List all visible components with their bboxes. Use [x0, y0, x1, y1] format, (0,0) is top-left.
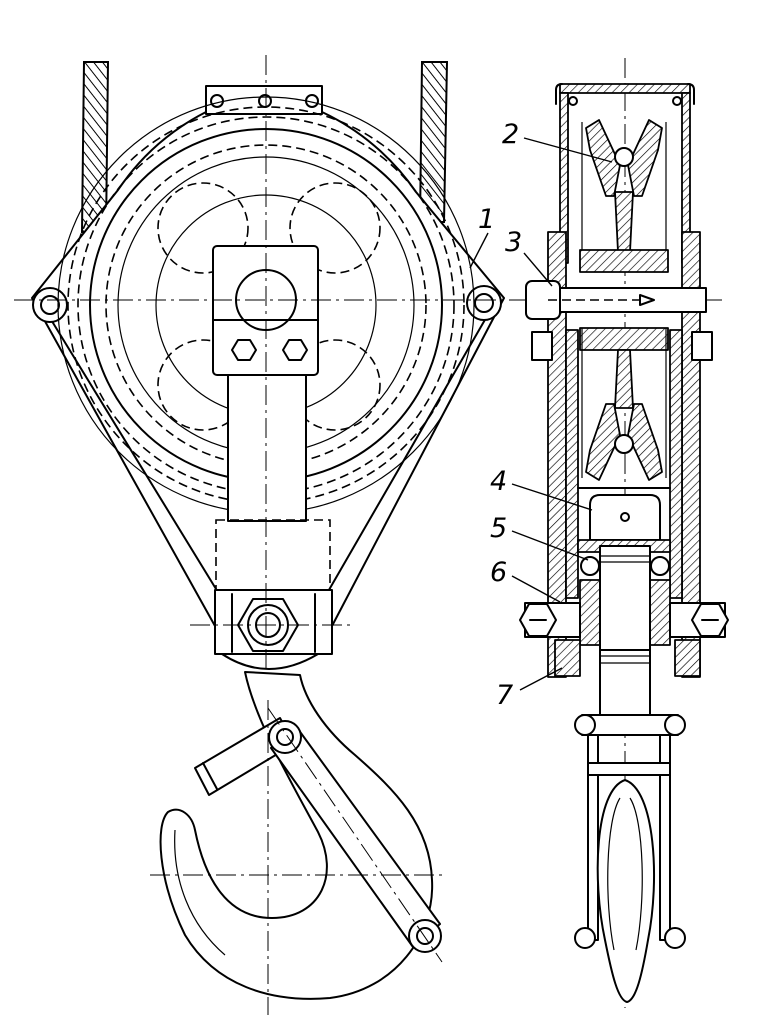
right-rope	[418, 61, 449, 223]
leader-7	[519, 667, 563, 691]
leader-2	[523, 137, 613, 163]
latch-centerline	[267, 707, 443, 963]
cover-rivet-right	[672, 96, 682, 106]
thrust-ball-left	[580, 556, 600, 576]
upper-sheave-web	[614, 191, 634, 253]
latch-end-pin	[408, 919, 442, 953]
leader-4	[511, 483, 593, 511]
clevis-bottom-nut-right	[664, 927, 686, 949]
label-2: 2	[502, 119, 519, 150]
lower-rope-section	[614, 434, 634, 454]
hook-side-inner-left	[607, 797, 621, 951]
right-housing-bolt	[466, 285, 502, 321]
label-3: 3	[505, 227, 522, 258]
left-housing-bolt-inner	[40, 295, 60, 315]
sheave-hole-top-left	[157, 182, 249, 274]
axle-bore-tip	[639, 294, 655, 306]
clevis-top-nut-right	[664, 714, 686, 736]
hook-side-inner-right	[629, 797, 643, 951]
lower-plate-left	[554, 639, 581, 677]
axle-block-bolt-left	[231, 339, 257, 361]
cover-rivet-left	[568, 96, 578, 106]
hook-neck-side	[599, 649, 651, 719]
leader-1	[469, 232, 489, 269]
hook-inner-edge	[174, 829, 226, 956]
part-labels: 1 2 3 4 5 6 7	[469, 119, 613, 711]
label-6: 6	[490, 557, 507, 588]
safety-latch-end	[202, 762, 218, 790]
right-housing-bolt-inner	[474, 293, 494, 313]
latch-pivot-pin-inner	[276, 728, 294, 746]
label-4: 4	[490, 466, 507, 497]
crosshead-collar-right	[649, 579, 671, 646]
upper-sheave-flange-right	[627, 119, 663, 197]
bearing-cap-center	[620, 512, 630, 522]
latch-pivot-pin	[268, 720, 302, 754]
axle-nut-left	[531, 331, 553, 361]
crosshead-collar-left	[579, 579, 601, 646]
label-5: 5	[490, 513, 507, 544]
front-view	[14, 55, 722, 1015]
top-cover-bent-ends	[555, 83, 695, 105]
upper-rope-section	[614, 147, 634, 167]
hook-body	[159, 671, 434, 1000]
leader-5	[511, 530, 589, 561]
clevis-top-bar	[581, 714, 679, 736]
left-housing-bolt	[32, 287, 68, 323]
clevis-bottom-nut-left	[574, 927, 596, 949]
clevis-top-nut-left	[574, 714, 596, 736]
sheave-dashed-circle-3	[105, 144, 427, 466]
thrust-ball-right	[650, 556, 670, 576]
upper-sheave-hub	[579, 249, 669, 273]
latch-end-pin-inner	[416, 927, 434, 945]
lower-plate-right	[674, 639, 701, 677]
axle-nut-right	[691, 331, 713, 361]
side-plate-left-inner	[565, 329, 579, 599]
hook-shank-front	[227, 374, 307, 522]
bearing-cap	[589, 494, 661, 541]
hook-side-profile	[596, 779, 655, 1003]
leader-6	[511, 575, 561, 603]
upper-sheave-flange-left	[585, 119, 621, 197]
housing-bottom-curve	[221, 653, 319, 670]
clevis-crossbar	[587, 762, 671, 776]
side-plate-right-inner	[669, 329, 683, 599]
leader-3	[523, 252, 553, 287]
label-7: 7	[496, 680, 513, 711]
label-1: 1	[478, 204, 495, 235]
top-cover-bar	[559, 83, 691, 94]
axle-head	[525, 280, 561, 320]
side-section-view	[519, 58, 729, 1008]
axle-block-bolt-right	[282, 339, 308, 361]
sheave-hole-top-right	[289, 182, 381, 274]
lower-sheave-hub	[579, 327, 669, 351]
housing-inner-left-edge	[49, 317, 225, 603]
lower-sheave-web	[614, 349, 634, 409]
